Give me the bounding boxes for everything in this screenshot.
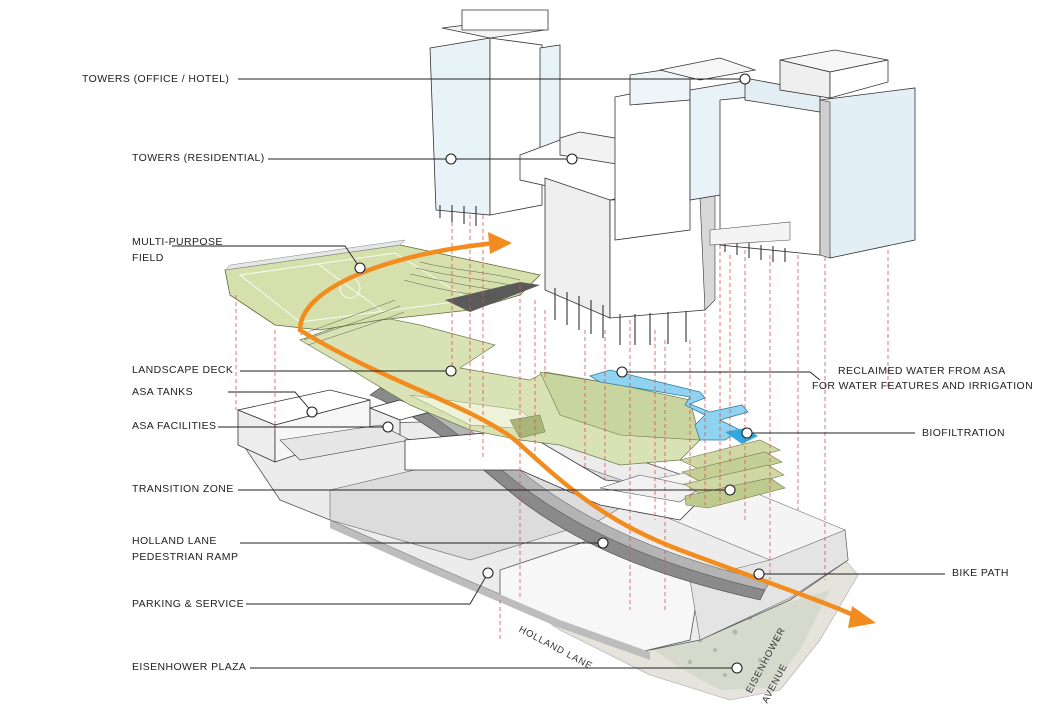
label-reclaimed-water-line2: FOR WATER FEATURES AND IRRIGATION [812, 380, 1034, 392]
dot-towers-office-hotel [739, 73, 751, 85]
dot-parking-service [482, 567, 494, 579]
dot-transition-zone [724, 484, 736, 496]
dot-multi-purpose-field [354, 262, 366, 274]
label-reclaimed-water-line1: RECLAIMED WATER FROM ASA [838, 365, 1006, 377]
label-holland-lane-ramp-line2: PEDESTRIAN RAMP [132, 551, 239, 563]
label-landscape-deck: LANDSCAPE DECK [132, 364, 234, 376]
dot-biofiltration [741, 427, 753, 439]
leader-lines [172, 78, 945, 669]
label-holland-lane-ramp-line1: HOLLAND LANE [132, 535, 217, 547]
label-multi-purpose-field-line1: MULTI-PURPOSE [132, 236, 223, 248]
label-towers-residential: TOWERS (RESIDENTIAL) [132, 152, 265, 164]
label-eisenhower-plaza: EISENHOWER PLAZA [132, 661, 247, 673]
bike-path-arrow [297, 232, 876, 628]
dot-bike-path [753, 568, 765, 580]
dot-asa-facilities [382, 421, 394, 433]
label-multi-purpose-field-line2: FIELD [132, 252, 164, 264]
biofiltration-terraces [679, 439, 786, 509]
dot-asa-tanks [306, 406, 318, 418]
label-asa-facilities: ASA FACILITIES [132, 420, 217, 432]
label-biofiltration: BIOFILTRATION [922, 427, 1005, 439]
label-towers-office-hotel: TOWERS (OFFICE / HOTEL) [82, 73, 230, 85]
label-parking-service: PARKING & SERVICE [132, 598, 245, 610]
label-bike-path: BIKE PATH [952, 567, 1009, 579]
label-transition-zone: TRANSITION ZONE [132, 483, 234, 495]
landscape-deck-layer [299, 314, 701, 466]
dot-holland-lane-ramp [597, 537, 609, 549]
office-hotel-towers [614, 49, 916, 262]
dot-reclaimed-water [616, 366, 628, 378]
dot-towers-residential-2 [566, 153, 578, 165]
dot-eisenhower-plaza [731, 662, 743, 674]
dot-landscape-deck [445, 365, 457, 377]
dashed-connector-lines [235, 215, 889, 640]
dot-towers-residential-1 [445, 153, 457, 165]
label-asa-tanks: ASA TANKS [132, 386, 193, 398]
leader-dots [306, 73, 765, 674]
